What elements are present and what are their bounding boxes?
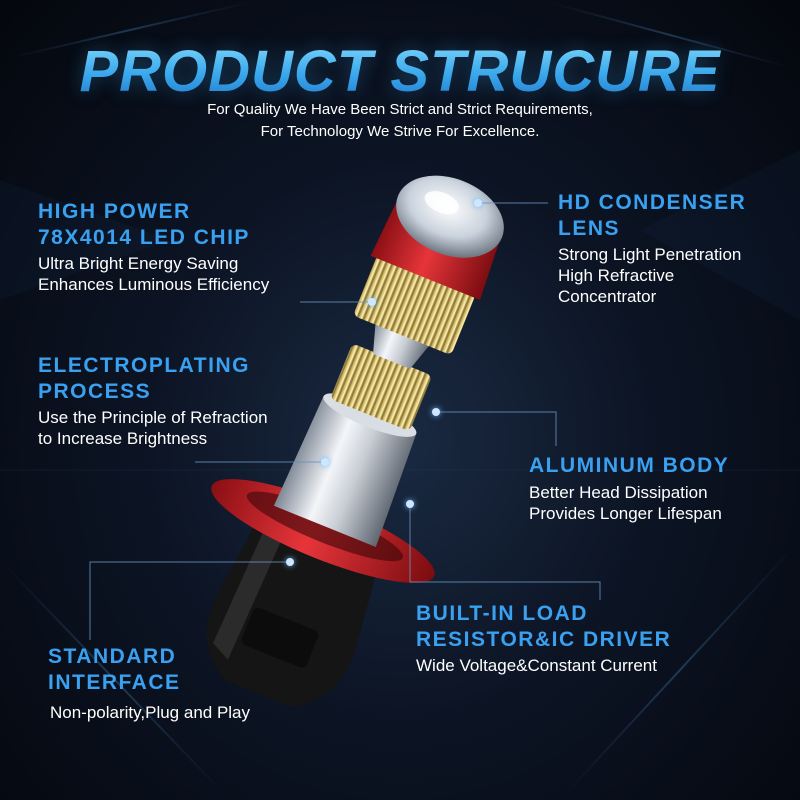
feature-description: High Refractive [558, 266, 675, 285]
aluminum-body-shape [273, 396, 417, 547]
feature-title: STANDARD [48, 645, 177, 668]
upper-led-ring [354, 256, 475, 354]
feature-title: ELECTROPLATING [38, 354, 250, 377]
feature-title: RESISTOR&IC DRIVER [416, 628, 672, 651]
feature-description: Enhances Luminous Efficiency [38, 275, 270, 294]
feature-description: Provides Longer Lifespan [529, 504, 722, 523]
condenser-lens-shape [396, 175, 504, 258]
feature-built-in-load-resistor: BUILT-IN LOAD RESISTOR&IC DRIVER Wide Vo… [416, 601, 746, 676]
page-subtitle-line-1: For Quality We Have Been Strict and Stri… [207, 101, 593, 118]
feature-title: ALUMINUM BODY [529, 454, 730, 477]
led-bulb-illustration [206, 175, 504, 707]
feature-hd-condenser-lens: HD CONDENSER LENS Strong Light Penetrati… [558, 190, 788, 307]
feature-standard-interface: STANDARD INTERFACE Non-polarity,Plug and… [48, 644, 348, 723]
feature-title: HIGH POWER [38, 200, 191, 223]
callout-dot-interface [286, 558, 294, 566]
feature-description: Non-polarity,Plug and Play [50, 703, 251, 722]
page-subtitle-line-2: For Technology We Strive For Excellence. [260, 123, 540, 140]
callout-dot-electroplating [321, 458, 329, 466]
feature-title: HD CONDENSER [558, 191, 747, 214]
feature-title: LENS [558, 217, 621, 240]
feature-description: Use the Principle of Refraction [38, 408, 268, 427]
feature-description: Strong Light Penetration [558, 245, 742, 264]
feature-title: PROCESS [38, 380, 152, 403]
feature-high-power-led-chip: HIGH POWER 78X4014 LED CHIP Ultra Bright… [38, 199, 338, 295]
feature-electroplating-process: ELECTROPLATING PROCESS Use the Principle… [38, 353, 338, 449]
leader-lines [89, 202, 601, 640]
feature-title: INTERFACE [48, 671, 181, 694]
callout-dot-lens [474, 199, 482, 207]
feature-title: BUILT-IN LOAD [416, 602, 588, 625]
callout-dot-driver [406, 500, 414, 508]
feature-aluminum-body: ALUMINUM BODY Better Head Dissipation Pr… [529, 453, 789, 524]
callout-dot-aluminum [432, 408, 440, 416]
feature-description: to Increase Brightness [38, 429, 208, 448]
feature-description: Ultra Bright Energy Saving [38, 254, 239, 273]
feature-description: Wide Voltage&Constant Current [416, 656, 657, 675]
page-title: PRODUCT STRUCURE [0, 38, 800, 105]
callout-dot-led-chip [368, 298, 376, 306]
feature-description: Concentrator [558, 287, 657, 306]
feature-title: 78X4014 LED CHIP [38, 226, 250, 249]
feature-description: Better Head Dissipation [529, 483, 708, 502]
